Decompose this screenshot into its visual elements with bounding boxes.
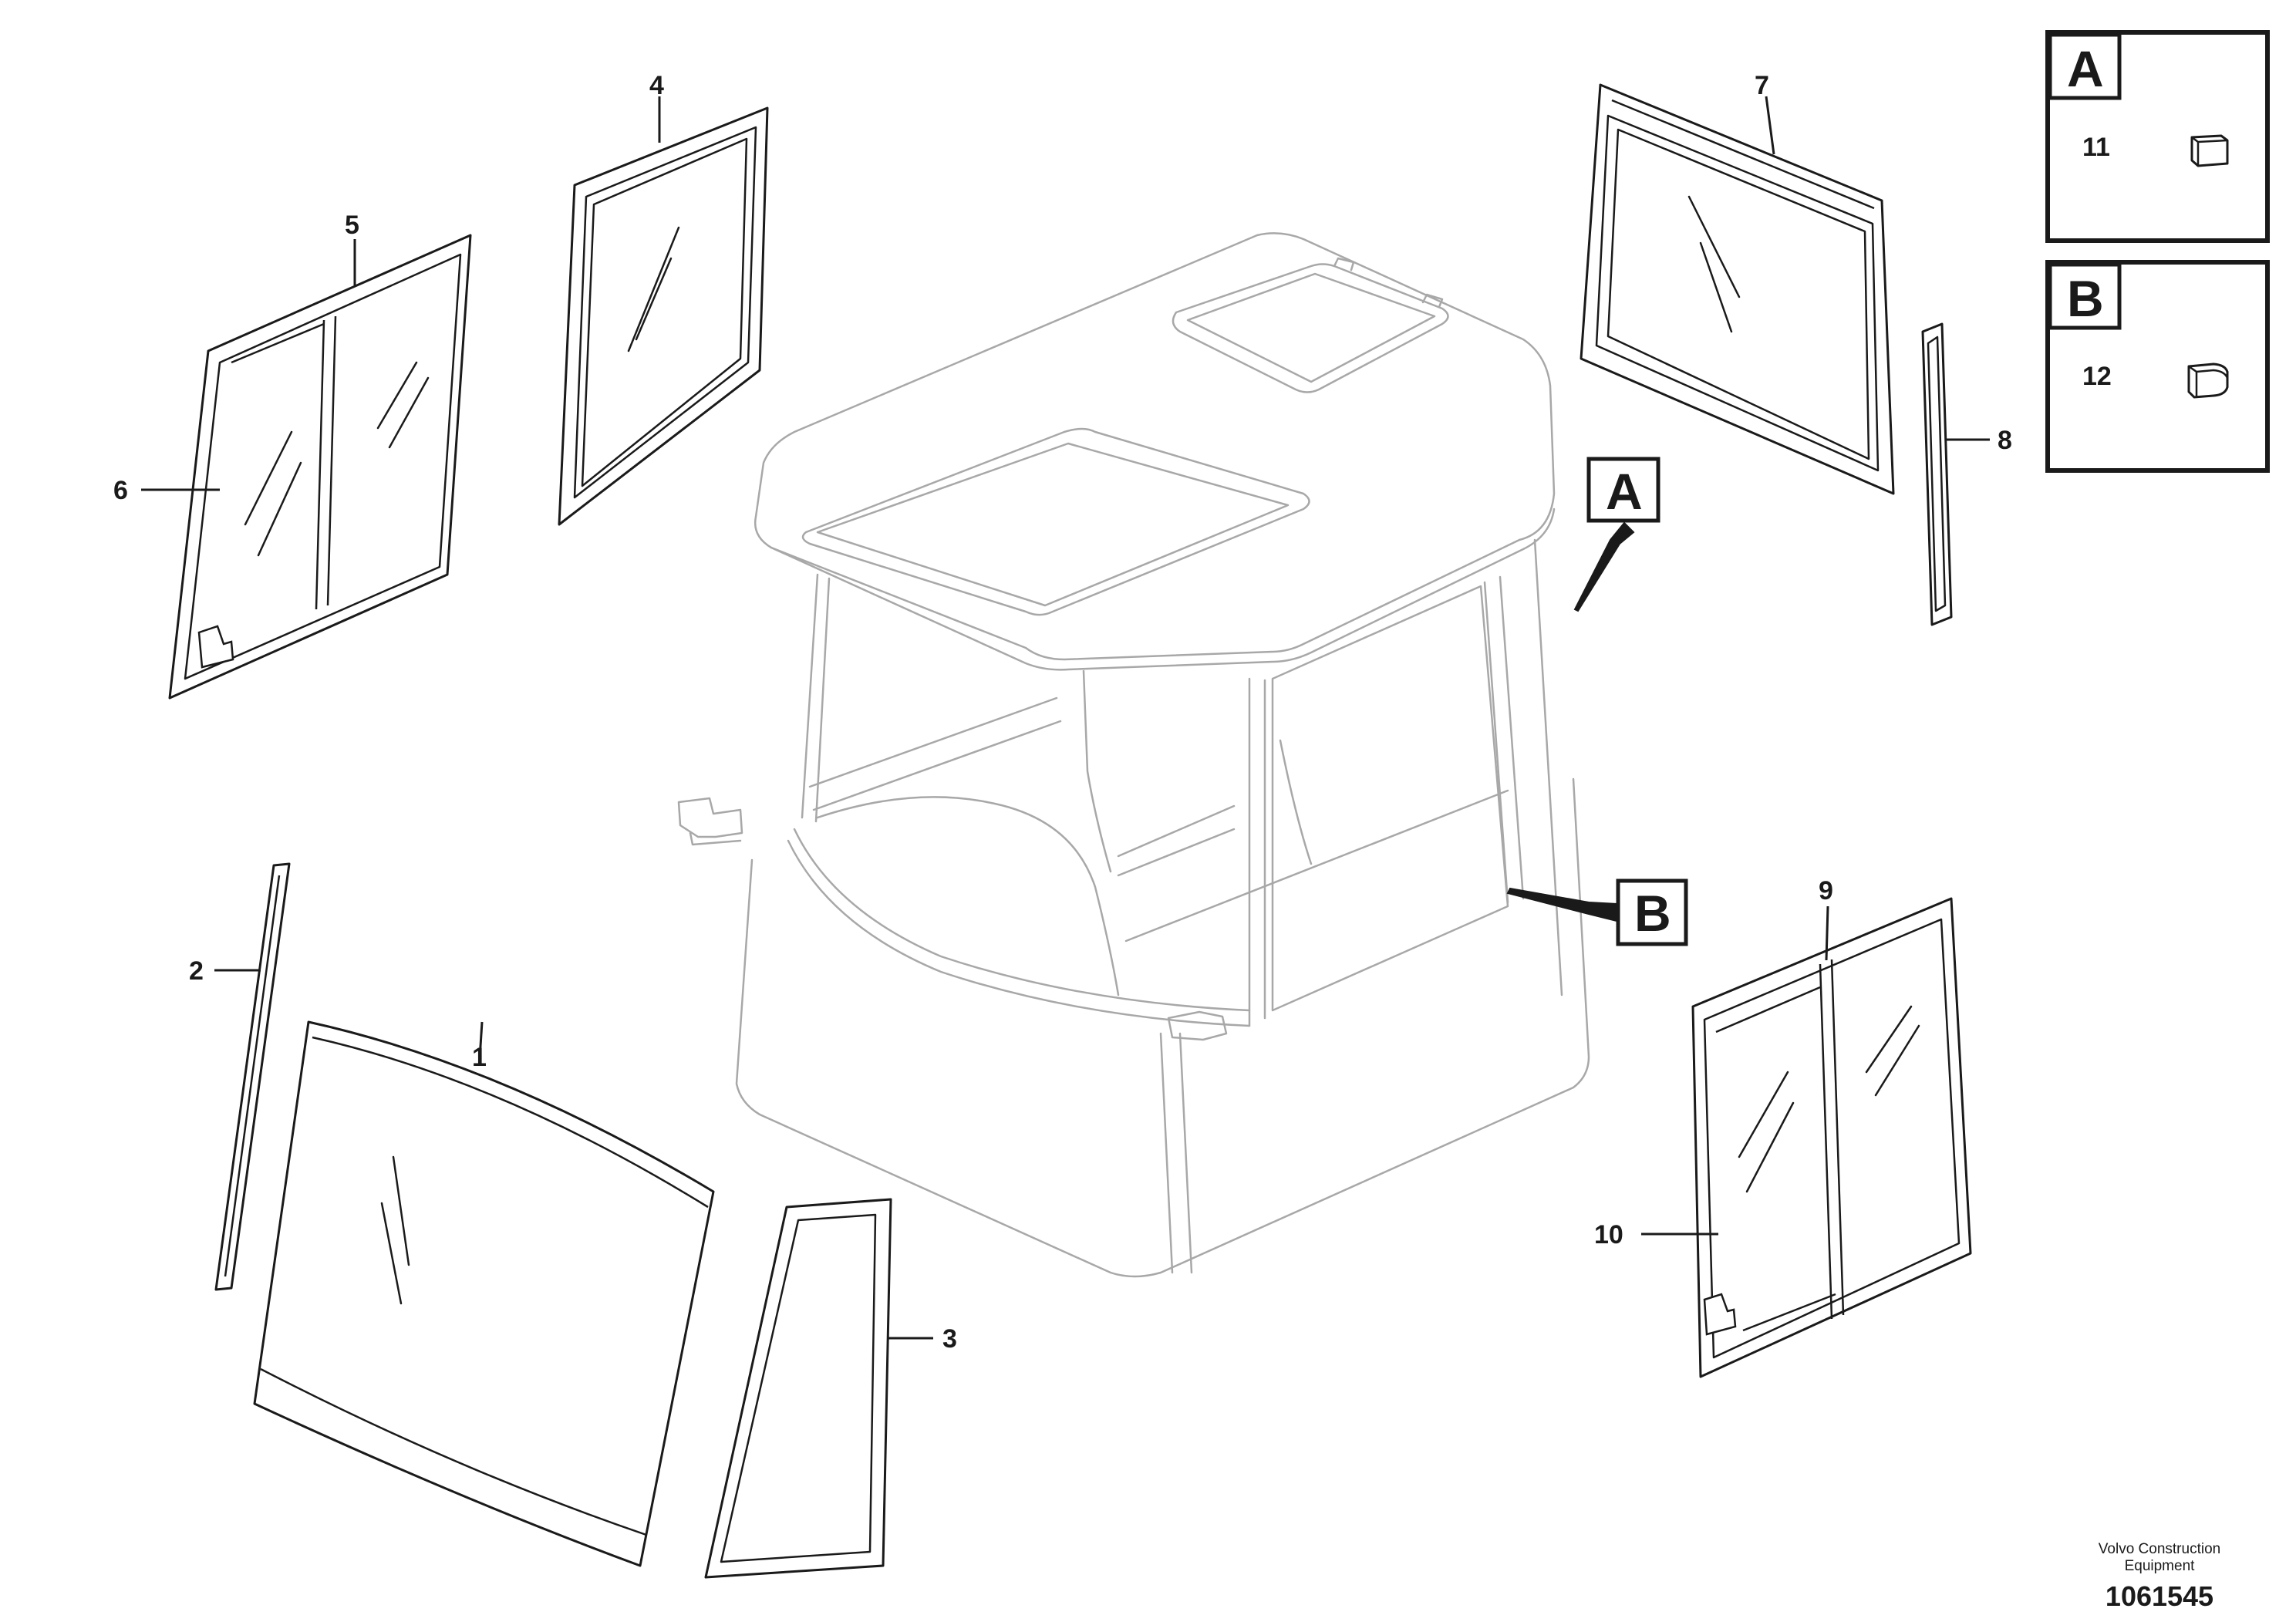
- callout-1: 1: [472, 1043, 487, 1072]
- svg-text:A: A: [2067, 40, 2104, 97]
- detail-box-a: A 11: [2045, 30, 2270, 243]
- detail-marker-b: B: [1506, 878, 1688, 946]
- callout-7: 7: [1755, 71, 1769, 100]
- part-1-front-windshield: [253, 1020, 715, 1567]
- callout-11: 11: [2082, 133, 2110, 162]
- callout-5: 5: [345, 211, 359, 240]
- callout-8: 8: [1998, 426, 2012, 455]
- part-9-10-right-sliding-window: [1691, 897, 1972, 1378]
- callout-10: 10: [1594, 1220, 1623, 1249]
- part-3-triangular-glass: [704, 1198, 892, 1579]
- detail-box-b: B 12: [2045, 260, 2270, 473]
- part-5-6-left-sliding-window: [168, 234, 472, 700]
- part-2-side-strip-glass: [214, 862, 291, 1291]
- svg-text:B: B: [1634, 885, 1671, 942]
- cab-body: [677, 232, 1590, 1278]
- callout-3: 3: [942, 1324, 957, 1354]
- callout-4: 4: [649, 71, 664, 100]
- footer-company-line2: Equipment: [2125, 1558, 2196, 1574]
- footer-company-line1: Volvo Construction: [2099, 1541, 2220, 1557]
- callout-6: 6: [113, 476, 128, 505]
- part-4-door-glass: [558, 106, 769, 526]
- svg-text:A: A: [1606, 463, 1643, 520]
- callout-9: 9: [1819, 876, 1833, 905]
- svg-text:B: B: [2067, 270, 2104, 327]
- detail-marker-a: A: [1573, 457, 1660, 612]
- part-7-rear-glass: [1580, 83, 1895, 495]
- part-8-rear-strip-glass: [1921, 322, 1953, 626]
- callout-12: 12: [2082, 362, 2112, 391]
- drawing-number: 1061545: [2106, 1580, 2213, 1612]
- callout-2: 2: [189, 956, 204, 986]
